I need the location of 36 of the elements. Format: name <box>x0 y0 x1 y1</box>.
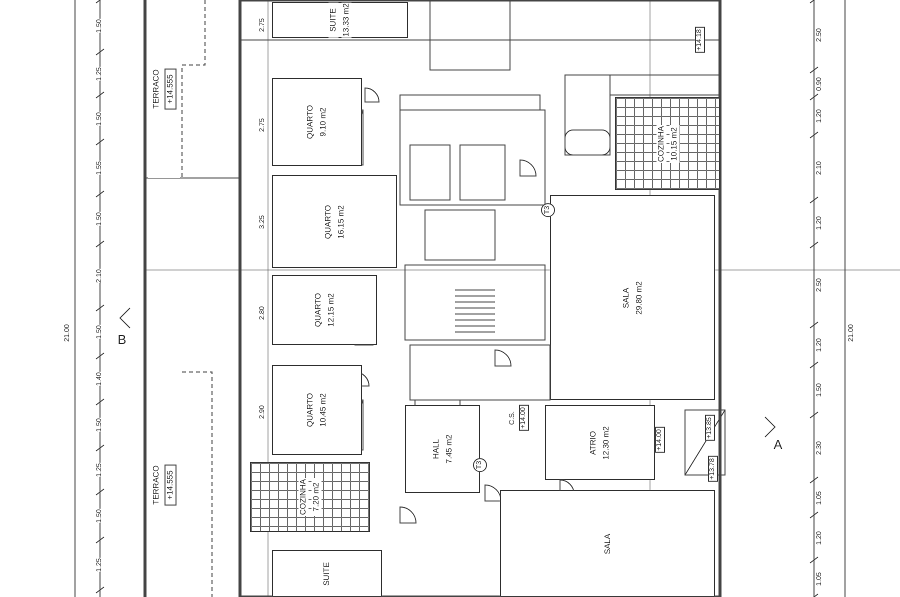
room-name: QUARTO <box>306 392 316 428</box>
room-name: TERRACO <box>152 68 162 110</box>
room-area <box>545 405 655 480</box>
room-area-value: +14.555 <box>164 464 176 506</box>
room-area-value: 12.15 m2 <box>326 292 336 328</box>
room-area-value: 10.45 m2 <box>318 392 328 428</box>
room-area <box>405 405 480 493</box>
room-area-value: 13.33 m2 <box>342 2 352 38</box>
room-area <box>272 175 397 268</box>
room-area-value: 7.20 m2 <box>312 478 322 516</box>
room-area <box>272 365 362 455</box>
room-area <box>272 78 362 166</box>
room-name: SUITE <box>328 2 338 38</box>
room-name: QUARTO <box>323 204 333 240</box>
room-area <box>272 2 408 38</box>
section-label: A <box>774 438 782 452</box>
room-name: QUARTO <box>313 292 323 328</box>
room-area <box>250 462 370 532</box>
room-name: QUARTO <box>306 104 316 140</box>
section-label: B <box>118 333 126 347</box>
room-area-value: 12.30 m2 <box>602 424 612 460</box>
room-area <box>550 195 715 400</box>
room-area-value: 10.15 m2 <box>669 124 679 162</box>
room-area <box>615 97 720 190</box>
room-area-value: +14.555 <box>164 68 176 110</box>
room-area-value: 16.15 m2 <box>336 204 346 240</box>
room-area <box>272 275 377 345</box>
room-area-value: 29.80 m2 <box>634 280 644 316</box>
room-name: SALA <box>602 532 612 555</box>
room-name: COZINHA <box>298 478 308 516</box>
room-area <box>272 550 382 597</box>
room-area <box>500 490 715 597</box>
room-area-value: 7.45 m2 <box>444 434 454 464</box>
room-name: COZINHA <box>656 124 666 162</box>
room-name: SUITE <box>322 560 332 586</box>
room-name: TERRACO <box>152 464 162 506</box>
